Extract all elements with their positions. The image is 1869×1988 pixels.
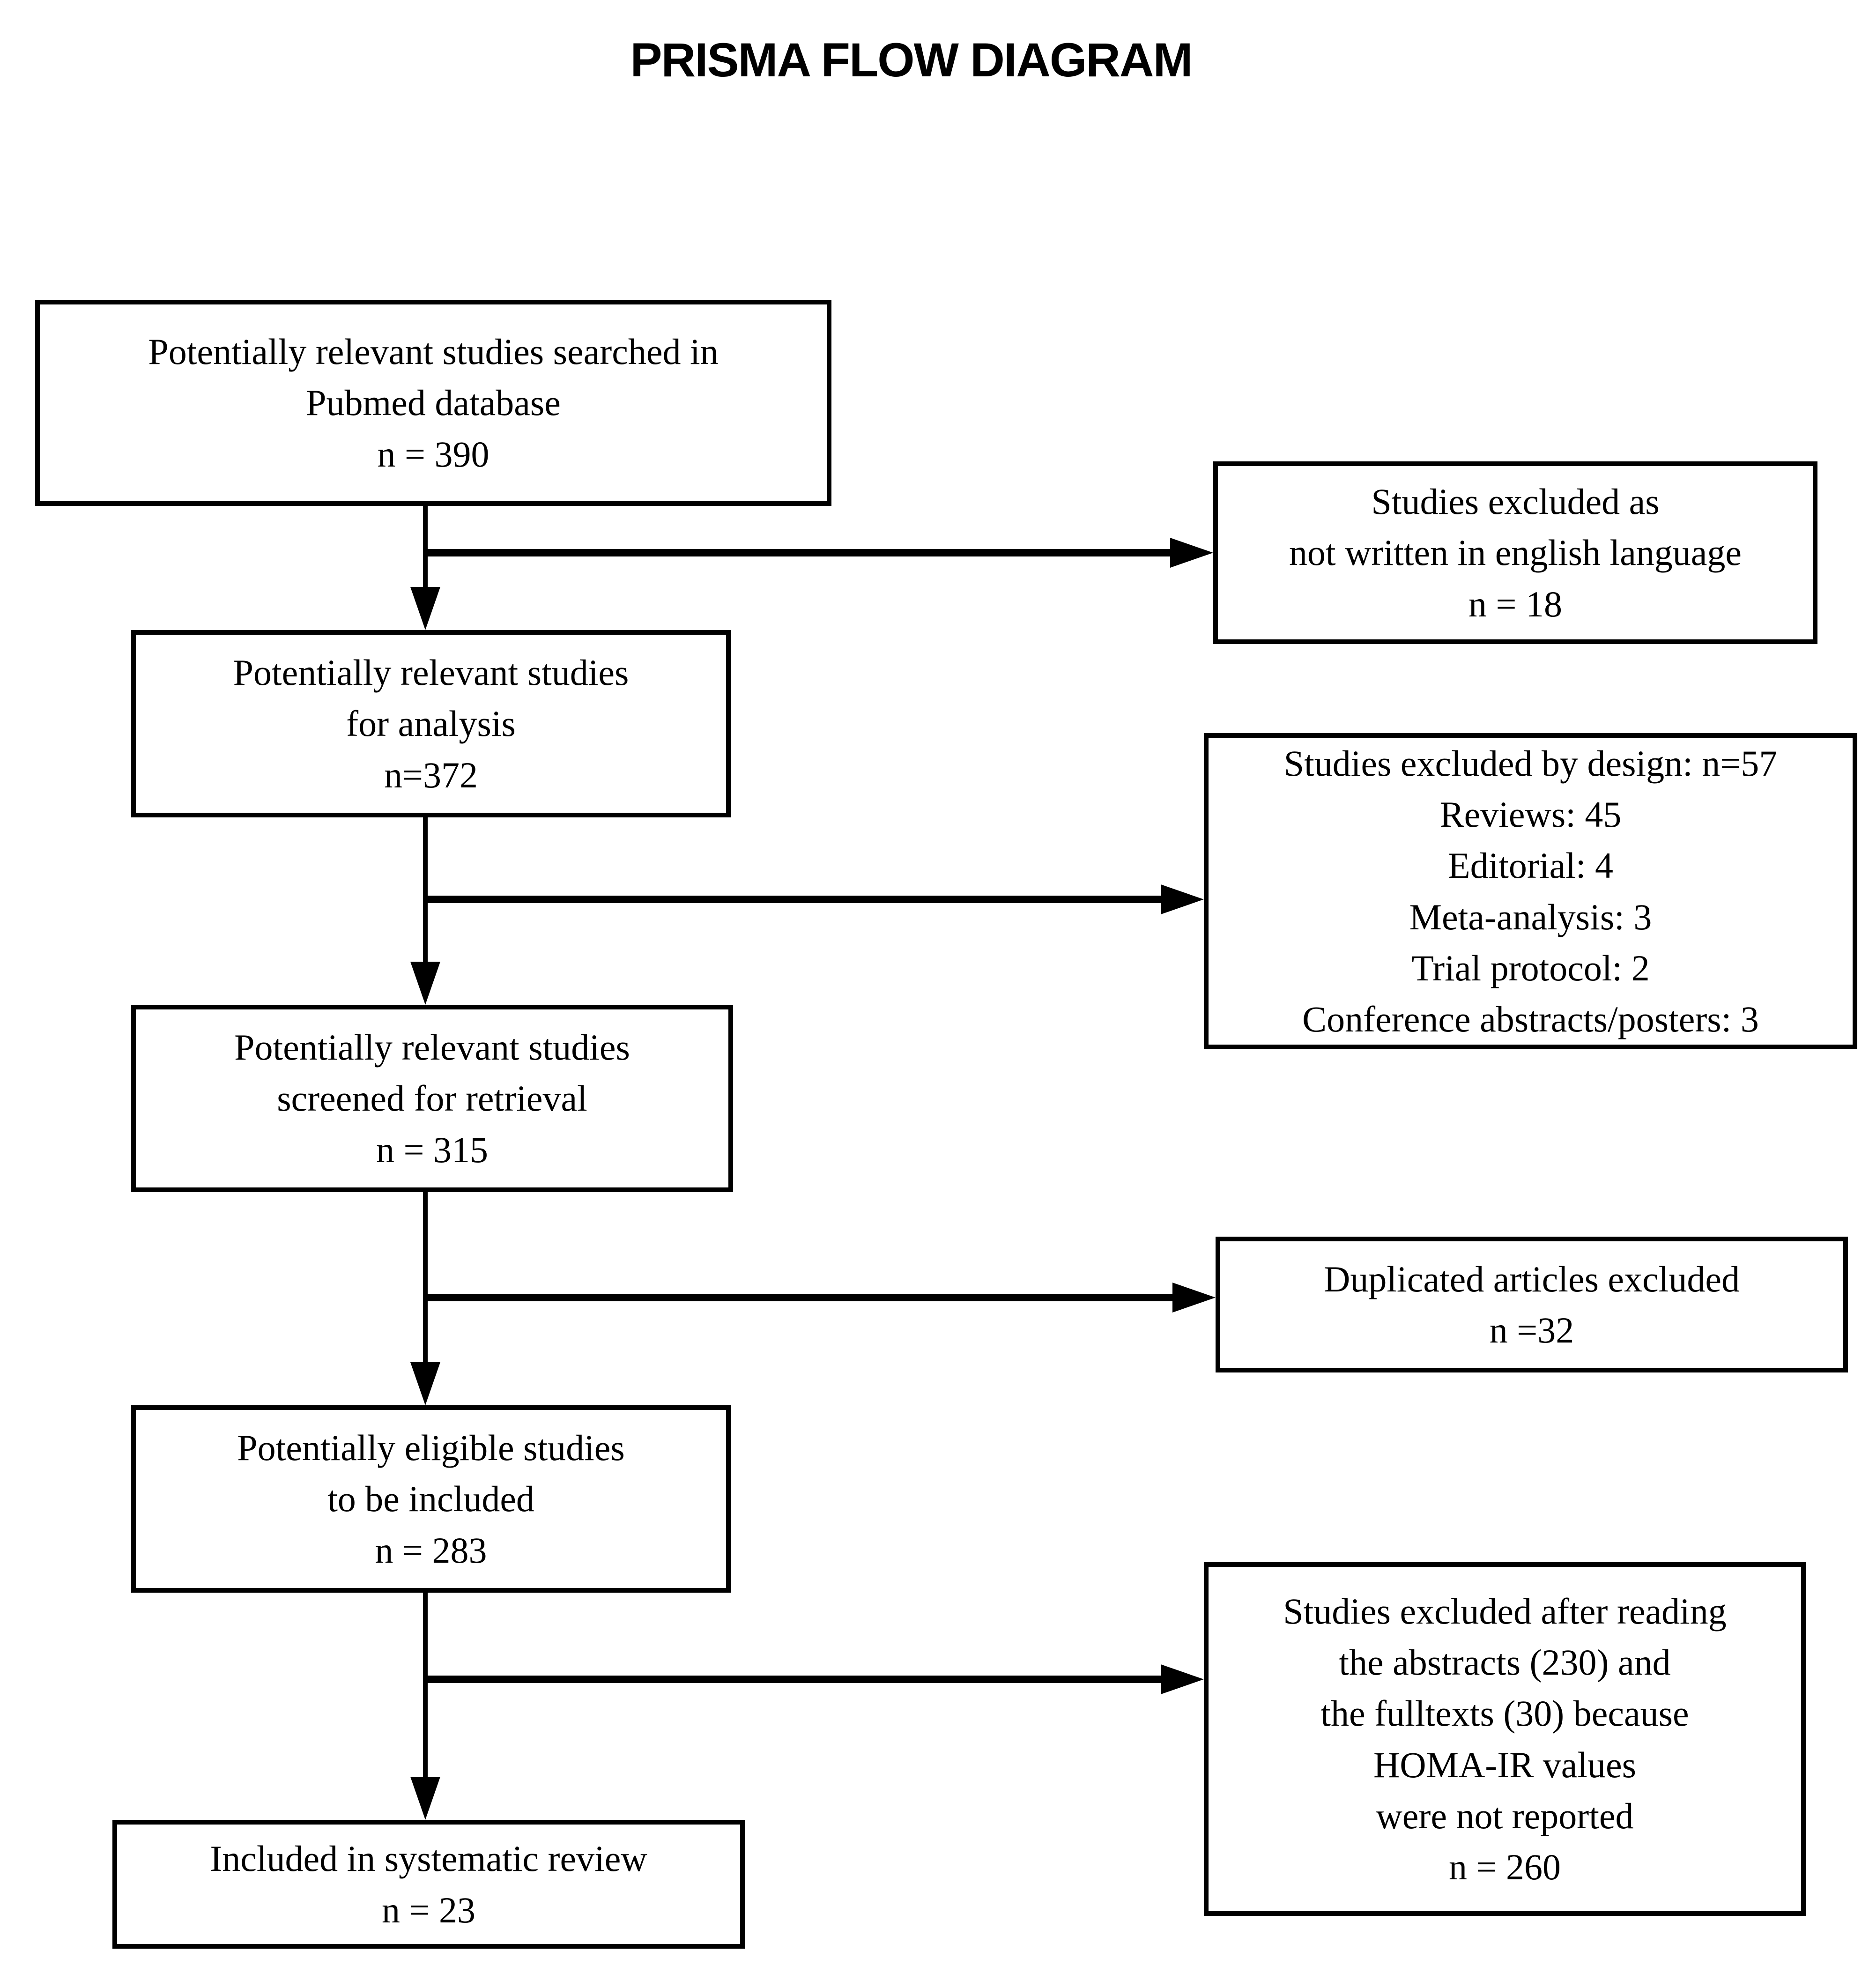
- box-eligible-studies-text: Potentially eligible studies to be inclu…: [237, 1427, 625, 1571]
- box-excluded-fulltext: Studies excluded after reading the abstr…: [1204, 1562, 1806, 1916]
- connector-eligible-to-included-line: [423, 1593, 428, 1781]
- box-eligible-studies: Potentially eligible studies to be inclu…: [131, 1405, 731, 1593]
- box-studies-screened-text: Potentially relevant studies screened fo…: [234, 1027, 630, 1170]
- arrowhead-down-to-included-icon: [410, 1777, 440, 1820]
- box-excluded-language: Studies excluded as not written in engli…: [1213, 461, 1817, 644]
- arrowhead-right-to-excluded-language-icon: [1170, 538, 1213, 568]
- connector-screened-to-eligible-line: [423, 1192, 428, 1367]
- diagram-title: PRISMA FLOW DIAGRAM: [630, 33, 1193, 87]
- connector-analysis-to-screened-line: [423, 817, 428, 966]
- arrowhead-down-to-screened-icon: [410, 962, 440, 1005]
- box-studies-screened: Potentially relevant studies screened fo…: [131, 1005, 733, 1192]
- branch-to-excluded-duplicates-line: [425, 1294, 1173, 1301]
- arrowhead-down-to-eligible-icon: [410, 1362, 440, 1405]
- branch-to-excluded-language-line: [425, 549, 1180, 556]
- branch-to-excluded-fulltext-line: [425, 1676, 1162, 1683]
- arrowhead-right-to-excluded-fulltext-icon: [1161, 1664, 1204, 1694]
- arrowhead-right-to-excluded-design-icon: [1161, 884, 1204, 914]
- box-studies-for-analysis-text: Potentially relevant studies for analysi…: [233, 652, 629, 795]
- box-included-review-text: Included in systematic review n = 23: [210, 1838, 647, 1930]
- box-excluded-design-text: Studies excluded by design: n=57 Reviews…: [1283, 742, 1778, 1039]
- box-excluded-duplicates: Duplicated articles excluded n =32: [1216, 1237, 1848, 1372]
- arrowhead-down-to-analysis-icon: [410, 587, 440, 630]
- arrowhead-right-to-excluded-duplicates-icon: [1172, 1283, 1216, 1313]
- box-included-review: Included in systematic review n = 23: [112, 1820, 745, 1949]
- box-studies-searched-text: Potentially relevant studies searched in…: [148, 331, 719, 475]
- box-excluded-fulltext-text: Studies excluded after reading the abstr…: [1283, 1590, 1727, 1887]
- branch-to-excluded-design-line: [425, 896, 1162, 903]
- box-excluded-design: Studies excluded by design: n=57 Reviews…: [1204, 733, 1857, 1049]
- box-excluded-language-text: Studies excluded as not written in engli…: [1289, 481, 1742, 624]
- box-studies-searched: Potentially relevant studies searched in…: [35, 300, 831, 506]
- box-excluded-duplicates-text: Duplicated articles excluded n =32: [1324, 1258, 1740, 1350]
- box-studies-for-analysis: Potentially relevant studies for analysi…: [131, 630, 731, 817]
